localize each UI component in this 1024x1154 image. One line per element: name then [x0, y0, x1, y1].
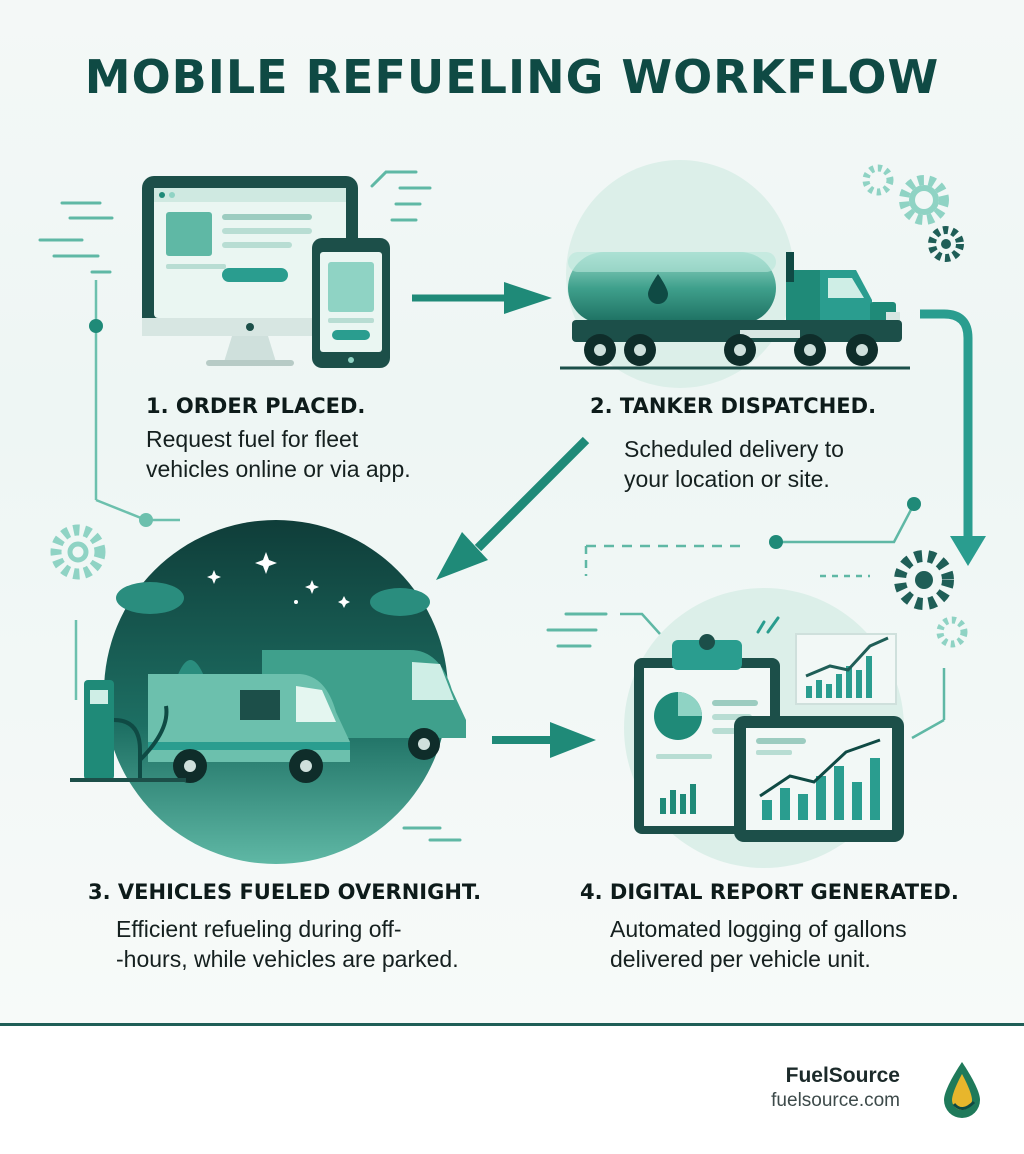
step-2-line-1: Scheduled delivery to [624, 436, 844, 462]
digital-report-icon [634, 616, 904, 842]
arrow-right-icon [492, 722, 596, 758]
gear-icon [50, 524, 106, 580]
fuel-drop-logo-icon [944, 1062, 980, 1118]
page-title: MOBILE REFUELING WORKFLOW [84, 50, 940, 104]
gear-icon [862, 164, 894, 196]
arrow-diagonal-icon [436, 436, 590, 580]
step-2-line-2: your location or site. [624, 466, 830, 492]
overnight-fueling-scene [70, 520, 466, 864]
step-2-description: Scheduled delivery to your location or s… [624, 434, 844, 494]
gear-icon [894, 550, 954, 610]
step-3-line-2: -hours, while vehicles are parked. [116, 946, 459, 972]
brand-name: FuelSource [785, 1064, 900, 1087]
step-1-line-1: Request fuel for fleet [146, 426, 359, 452]
gear-icon [936, 616, 968, 648]
step-1-description: Request fuel for fleet vehicles online o… [146, 424, 411, 484]
gear-icon [899, 175, 949, 225]
step-4-line-2: delivered per vehicle unit. [610, 946, 871, 972]
tanker-truck-icon [560, 252, 910, 370]
step-1-title: 1. ORDER PLACED. [146, 394, 366, 418]
order-devices-icon [142, 176, 390, 368]
footer-divider [0, 1023, 1024, 1026]
connector-line-right [584, 503, 946, 740]
step-4-title: 4. DIGITAL REPORT GENERATED. [580, 880, 959, 904]
connector-node [907, 497, 921, 511]
step-1-line-2: vehicles online or via app. [146, 456, 411, 482]
connector-node [769, 535, 783, 549]
data-lines-decoration [38, 170, 432, 274]
gear-icon [928, 226, 964, 262]
step-3-description: Efficient refueling during off- -hours, … [116, 914, 459, 974]
connector-node [139, 513, 153, 527]
workflow-illustrations [38, 160, 986, 868]
arrow-down-icon [920, 309, 986, 566]
brand-url: fuelsource.com [771, 1090, 900, 1111]
step-3-line-1: Efficient refueling during off- [116, 916, 402, 942]
data-lines-decoration [402, 612, 608, 842]
step-4-description: Automated logging of gallons delivered p… [610, 914, 907, 974]
step-2-title: 2. TANKER DISPATCHED. [590, 394, 877, 418]
connector-node [89, 319, 103, 333]
arrow-right-icon [412, 282, 552, 314]
step-4-line-1: Automated logging of gallons [610, 916, 907, 942]
step-3-title: 3. VEHICLES FUELED OVERNIGHT. [88, 880, 482, 904]
connector-line-left [74, 280, 180, 700]
